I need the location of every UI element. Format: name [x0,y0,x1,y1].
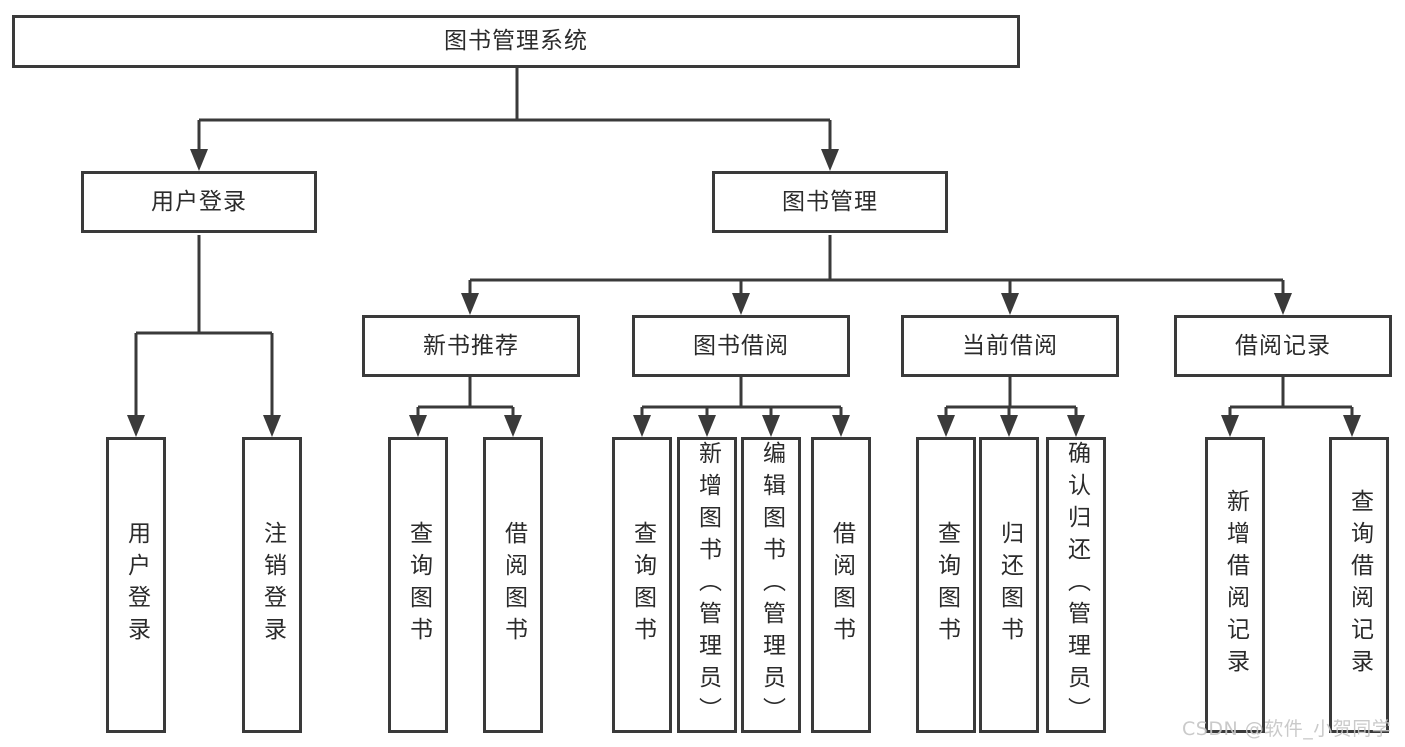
leaf-add-borrow-record: 新增借阅记录 [1205,437,1265,733]
node-borrow-records: 借阅记录 [1174,315,1392,377]
node-current-borrowing: 当前借阅 [901,315,1119,377]
leaf-query-books-current: 查询图书 [916,437,976,733]
leaf-add-book-admin: 新增图书（管理员） [677,437,737,733]
leaf-query-books-borrow: 查询图书 [612,437,672,733]
leaf-logout: 注销登录 [242,437,302,733]
leaf-confirm-return-admin: 确认归还（管理员） [1046,437,1106,733]
node-book-management: 图书管理 [712,171,948,233]
leaf-edit-book-admin: 编辑图书（管理员） [741,437,801,733]
leaf-return-book: 归还图书 [979,437,1039,733]
node-new-book-recommend: 新书推荐 [362,315,580,377]
arrowheads [127,149,1361,437]
csdn-watermark: CSDN @软件_小贺同学 [1182,718,1392,740]
node-book-borrowing: 图书借阅 [632,315,850,377]
node-library-management-system: 图书管理系统 [12,15,1020,68]
leaf-query-borrow-record: 查询借阅记录 [1329,437,1389,733]
leaf-borrow-book: 借阅图书 [811,437,871,733]
leaf-borrow-books-recommend: 借阅图书 [483,437,543,733]
leaf-query-books-recommend: 查询图书 [388,437,448,733]
node-user-login: 用户登录 [81,171,317,233]
leaf-user-login: 用户登录 [106,437,166,733]
